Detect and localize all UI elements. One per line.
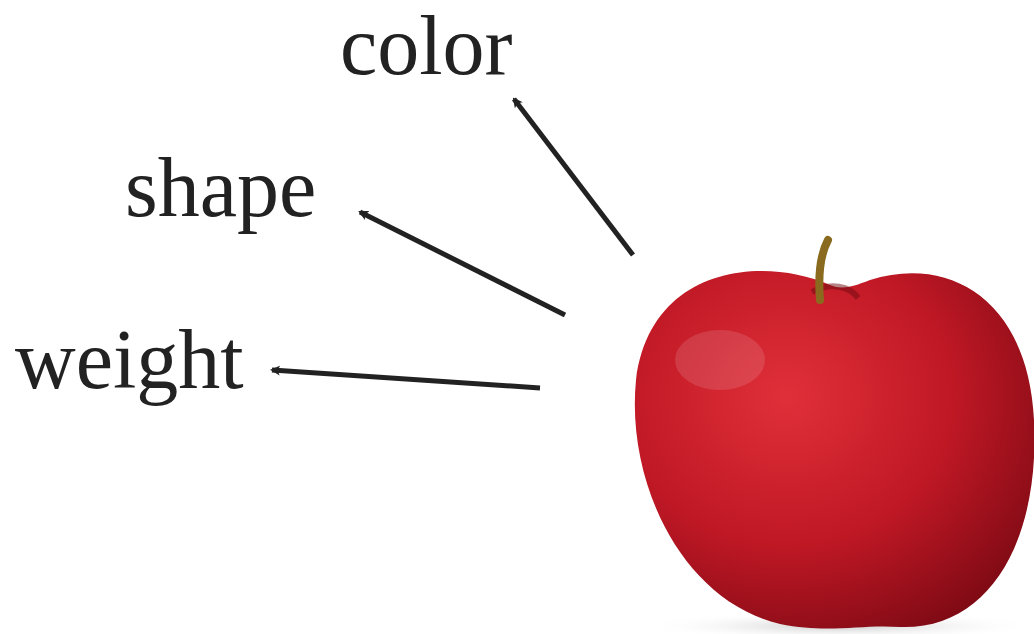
property-label: color — [340, 4, 513, 88]
leader-arrow — [514, 99, 633, 255]
leader-arrow — [360, 212, 565, 315]
apple-stem — [819, 240, 828, 300]
leader-arrow — [272, 370, 540, 388]
property-label: weight — [15, 318, 244, 402]
property-label: shape — [125, 146, 316, 230]
apple-body — [635, 271, 1034, 628]
apple-highlight — [675, 330, 765, 390]
